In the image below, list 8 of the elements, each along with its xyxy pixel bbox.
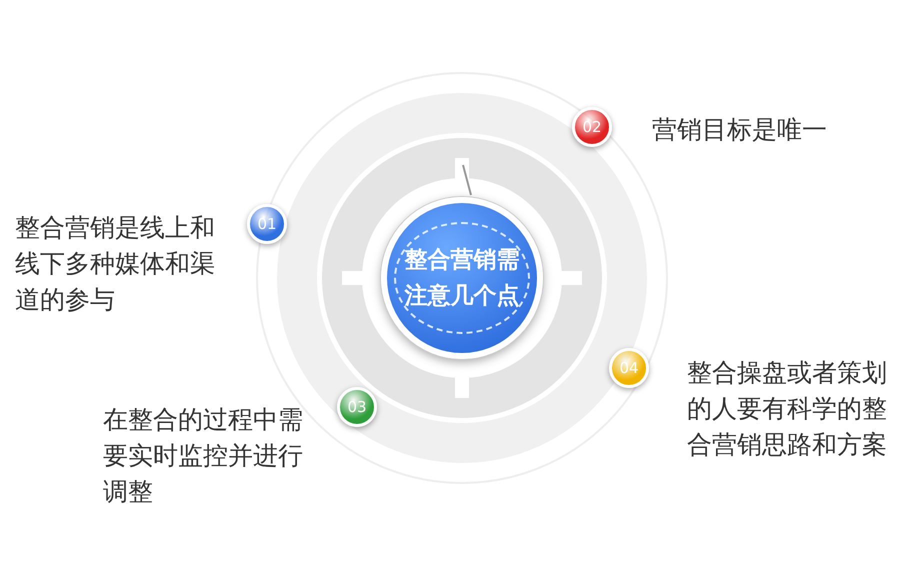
number-badge: 04 [609, 348, 649, 388]
point-text: 在整合的过程中需要实时监控并进行调整 [103, 404, 304, 508]
number-badge: 01 [247, 204, 287, 244]
point-text: 营销目标是唯一 [652, 114, 828, 146]
point-text: 整合营销是线上和线下多种媒体和渠道的参与 [15, 212, 216, 316]
center-circle: 整合营销需注意几个点 [394, 222, 530, 334]
point-text: 整合操盘或者策划的人要有科学的整合营销思路和方案 [687, 357, 888, 461]
number-badge: 02 [572, 107, 612, 147]
